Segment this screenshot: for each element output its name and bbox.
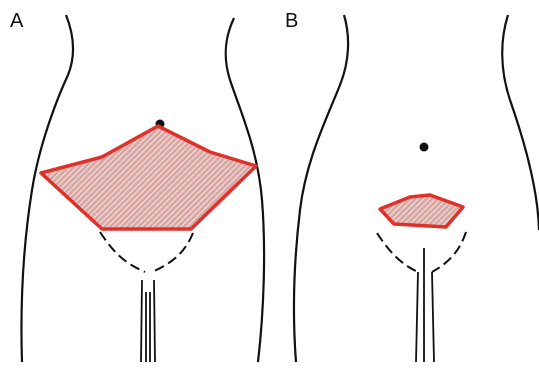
groin-left-line [100, 232, 145, 272]
torso-right-outline [502, 15, 539, 230]
highlighted-region [380, 195, 463, 227]
panel-a [21, 15, 264, 362]
groin-right-line [432, 232, 466, 272]
groin-right-line [152, 233, 193, 272]
panel-label-b: B [285, 11, 298, 31]
panel-label-a: A [10, 11, 23, 31]
groin-left-line [377, 233, 418, 272]
highlighted-region [41, 126, 256, 229]
genital-outline [141, 280, 155, 362]
torso-left-outline [294, 15, 348, 362]
panel-b [294, 15, 539, 362]
umbilicus-dot [420, 143, 429, 152]
genital-outline [416, 248, 434, 362]
